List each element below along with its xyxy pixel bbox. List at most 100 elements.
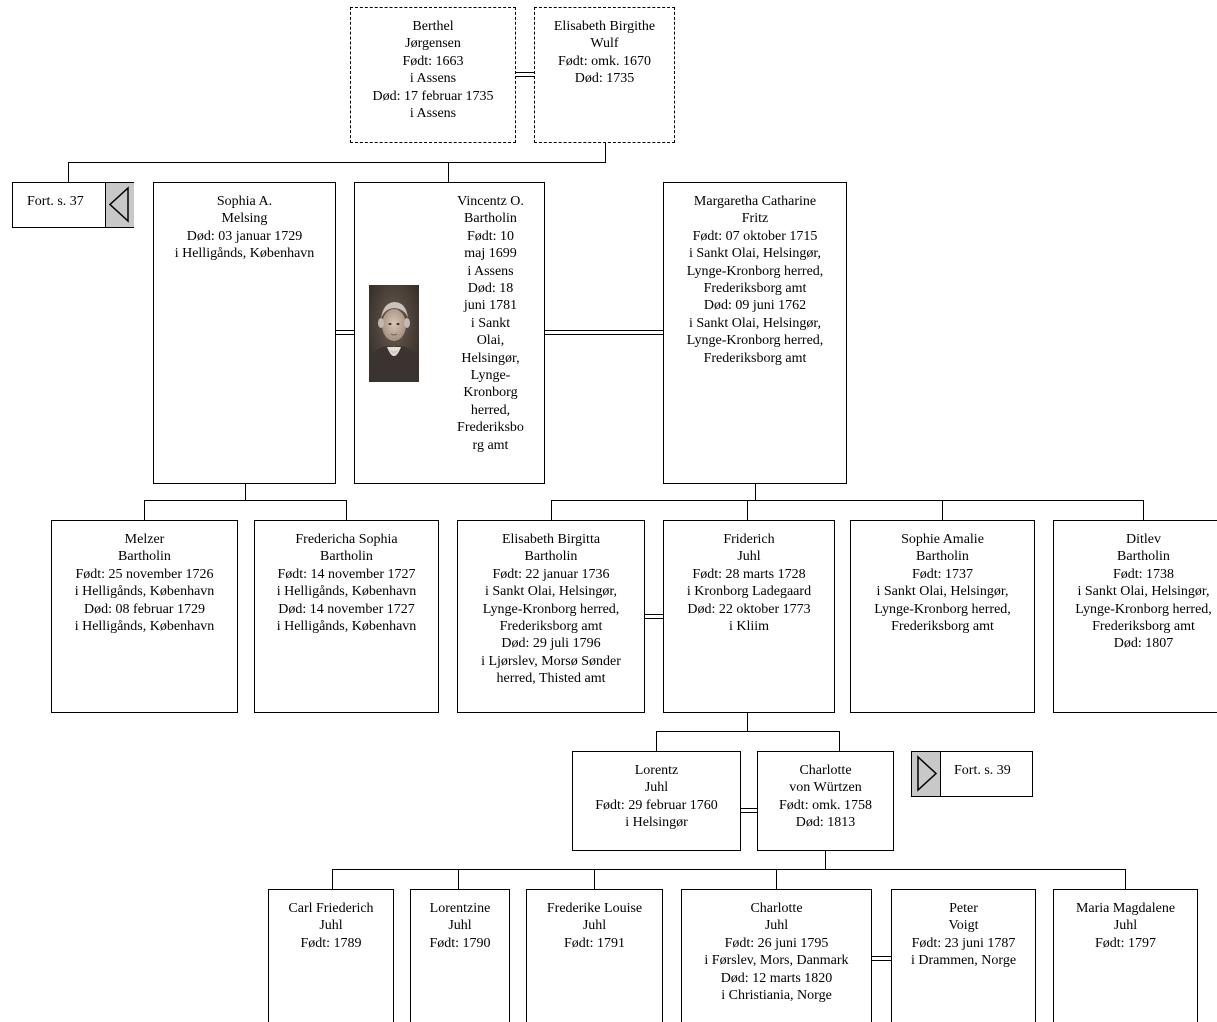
person-detail: Født: 23 juni 1787 — [911, 935, 1016, 951]
person-name: Sophia A. — [216, 194, 273, 209]
person-detail: Død: 12 marts 1820 — [720, 970, 833, 986]
person-name: Margaretha Catharine — [693, 194, 817, 209]
person-detail: i Assens — [409, 106, 457, 122]
person-detail: herred, Thisted amt — [496, 671, 606, 687]
person-detail: Død: 1807 — [1113, 636, 1174, 652]
person-detail: Lynge-Kronborg herred, — [686, 263, 824, 279]
marriage-line-elisabeth-friderich — [645, 614, 663, 619]
person-detail: Født: 07 oktober 1715 — [692, 228, 818, 244]
person-detail: i Kliim — [728, 619, 770, 635]
person-detail: Juhl — [1113, 918, 1138, 934]
connector — [656, 731, 840, 732]
connector — [755, 483, 756, 501]
connector — [144, 500, 347, 501]
person-detail: i Førslev, Mors, Danmark — [704, 953, 849, 969]
person-detail: Juhl — [319, 918, 343, 934]
person-detail: Født: 1791 — [563, 935, 626, 951]
connector — [1143, 500, 1144, 520]
person-detail: Født: 25 november 1726 — [75, 566, 214, 582]
person-name: Berthel — [412, 19, 454, 34]
person-detail: rg amt — [472, 437, 509, 453]
person-detail: Født: 1663 — [402, 53, 464, 69]
person-name: Lorentz — [634, 763, 679, 778]
continuation-link-right[interactable]: Fort. s. 39 — [911, 751, 1033, 797]
person-detail: i Sankt Olai, Helsingør, — [688, 315, 822, 331]
person-detail: Bartholin — [1117, 549, 1170, 565]
connector — [551, 500, 1144, 501]
person-detail: Bartholin — [916, 549, 969, 565]
person-name: Charlotte — [750, 901, 803, 916]
person-detail: Bartholin — [524, 549, 578, 565]
person-detail: Frederiksborg amt — [499, 619, 603, 635]
person-detail: i Helligånds, København — [276, 619, 417, 635]
person-detail: i Sankt Olai, Helsingør, — [484, 584, 618, 600]
person-detail: Juhl — [644, 780, 669, 796]
person-detail: Bartholin — [118, 549, 171, 565]
connector — [68, 162, 69, 182]
person-detail: Født: 1738 — [1112, 566, 1175, 582]
person-detail: Juhl — [737, 549, 761, 565]
connector — [144, 500, 145, 520]
person-detail: Voigt — [948, 918, 979, 934]
person-detail: Helsingør, — [461, 350, 520, 366]
person-detail: von Würtzen — [789, 780, 862, 796]
connector — [346, 500, 347, 520]
person-detail: Død: 03 januar 1729 — [186, 228, 303, 244]
person-detail: Juhl — [448, 918, 472, 934]
person-detail: Frederiksbo — [457, 420, 524, 436]
person-detail: Født: 29 februar 1760 — [595, 797, 718, 813]
continuation-label-left: Fort. s. 37 — [27, 194, 84, 209]
person-name: Friderich — [723, 532, 775, 547]
person-detail: i Assens — [467, 263, 514, 279]
person-detail: Lynge- — [470, 368, 511, 384]
connector — [332, 869, 1126, 870]
person-detail: i Helligånds, København — [174, 246, 315, 262]
connector — [458, 869, 459, 889]
person-detail: Olai, — [476, 333, 505, 349]
connector — [551, 500, 552, 520]
person-name: Ditlev — [1126, 532, 1161, 547]
person-detail: i Helligånds, København — [276, 584, 417, 600]
person-detail: Lynge-Kronborg herred, — [482, 601, 620, 617]
connector — [332, 869, 333, 889]
arrow-right-icon — [912, 752, 941, 796]
person-detail: herred, — [470, 402, 511, 418]
person-name: Vincentz O. — [457, 194, 524, 209]
person-detail: Kronborg — [463, 385, 518, 401]
person-name: Melzer — [124, 532, 165, 547]
person-name: Sophie Amalie — [901, 532, 984, 547]
person-detail: Død: 22 oktober 1773 — [687, 601, 811, 617]
person-detail: Lynge-Kronborg herred, — [1075, 601, 1212, 617]
arrow-left-icon — [105, 183, 134, 227]
person-detail: Død: 17 februar 1735 — [372, 88, 494, 104]
person-detail: i Ljørslev, Morsø Sønder — [481, 653, 621, 669]
continuation-link-left[interactable]: Fort. s. 37 — [12, 182, 134, 228]
connector — [825, 850, 826, 870]
